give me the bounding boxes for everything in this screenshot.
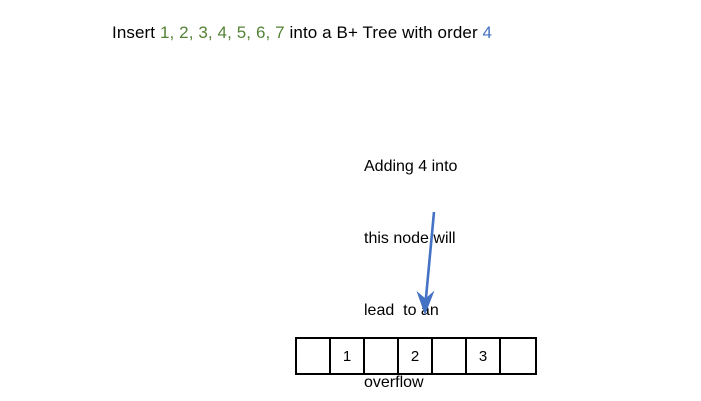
annotation-line-1: Adding 4 into bbox=[364, 158, 458, 175]
bplus-leaf-node: 1 2 3 bbox=[295, 337, 537, 375]
page-title: Insert 1, 2, 3, 4, 5, 6, 7 into a B+ Tre… bbox=[112, 22, 492, 44]
node-cell-key-5: 3 bbox=[467, 339, 501, 373]
node-cell-pointer-4 bbox=[433, 339, 467, 373]
title-segment-into-tree: into a B+ Tree with order bbox=[284, 23, 483, 42]
annotation-line-4: overflow bbox=[364, 374, 424, 391]
node-cell-key-1: 1 bbox=[331, 339, 365, 373]
node-cell-pointer-0 bbox=[297, 339, 331, 373]
node-cell-pointer-2 bbox=[365, 339, 399, 373]
annotation-line-2: this node will bbox=[364, 230, 456, 247]
title-segment-order-value: 4 bbox=[482, 23, 493, 42]
node-cell-key-3: 2 bbox=[399, 339, 433, 373]
title-segment-insert: Insert bbox=[112, 23, 160, 42]
node-cell-pointer-6 bbox=[501, 339, 535, 373]
pointer-arrow-icon bbox=[416, 211, 436, 315]
title-segment-keys: 1, 2, 3, 4, 5, 6, 7 bbox=[159, 23, 285, 42]
